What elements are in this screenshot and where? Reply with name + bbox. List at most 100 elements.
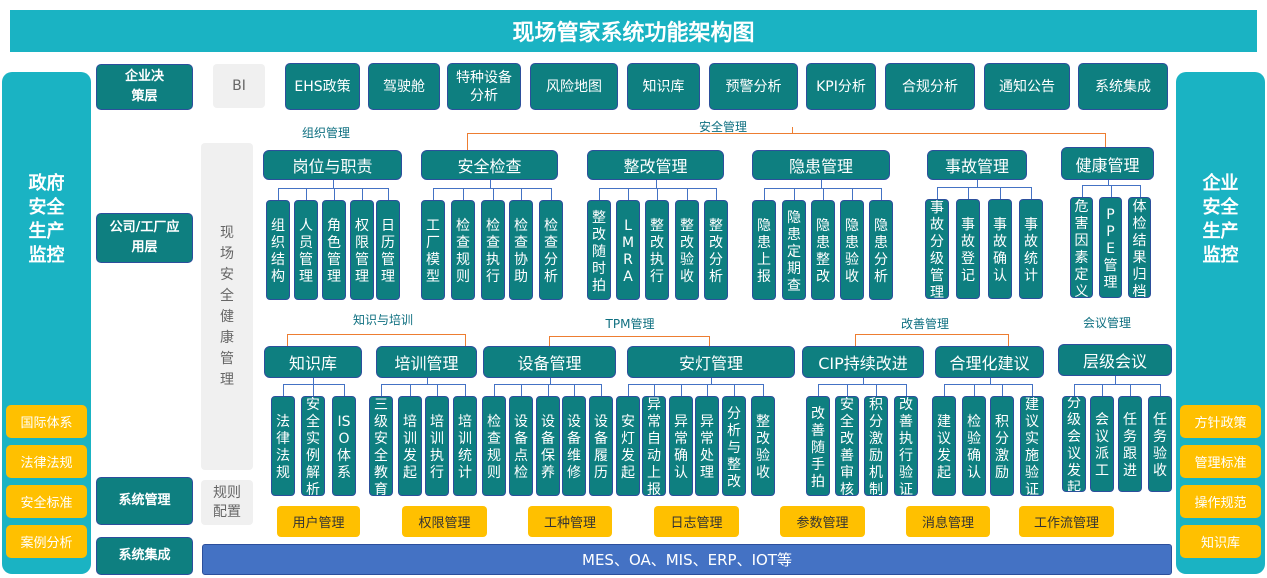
left-item-1[interactable]: 法律法规 xyxy=(6,445,87,478)
group-item[interactable]: 积分激励 xyxy=(990,396,1014,496)
group-item[interactable]: 事故统计 xyxy=(1019,199,1043,299)
group-item[interactable]: 设备履历 xyxy=(589,396,613,496)
group-item[interactable]: 法律法规 xyxy=(271,396,295,496)
group-item[interactable]: ISO体系 xyxy=(332,396,356,496)
system-button-6[interactable]: 工作流管理 xyxy=(1019,506,1114,537)
group-item[interactable]: 危害因素定义 xyxy=(1070,197,1093,298)
group-header-7[interactable]: 培训管理 xyxy=(376,346,477,378)
top-button-8[interactable]: 通知公告 xyxy=(984,63,1070,110)
system-button-5[interactable]: 消息管理 xyxy=(906,506,990,537)
bi-box[interactable]: BI xyxy=(213,64,265,108)
group-item[interactable]: 隐患验收 xyxy=(840,200,864,300)
group-header-9[interactable]: 安灯管理 xyxy=(627,346,795,378)
system-button-0[interactable]: 用户管理 xyxy=(277,506,360,537)
group-item[interactable]: 异常处理 xyxy=(695,396,719,496)
group-item[interactable]: 组织结构 xyxy=(266,200,290,300)
group-item[interactable]: 隐患上报 xyxy=(752,200,776,300)
group-item[interactable]: 培训执行 xyxy=(425,396,449,496)
group-item[interactable]: 安全实例解析 xyxy=(301,396,325,496)
group-item[interactable]: LMRA xyxy=(616,200,640,300)
group-item[interactable]: PPE管理 xyxy=(1099,197,1122,298)
right-item-0[interactable]: 方针政策 xyxy=(1180,405,1261,438)
group-item[interactable]: 体检结果归档 xyxy=(1128,197,1151,298)
left-item-2[interactable]: 安全标准 xyxy=(6,485,87,518)
group-header-0[interactable]: 岗位与职责 xyxy=(263,150,402,180)
top-button-7[interactable]: 合规分析 xyxy=(885,63,975,110)
integration-bar[interactable]: MES、OA、MIS、ERP、IOT等 xyxy=(202,544,1172,575)
group-item[interactable]: 整改分析 xyxy=(704,200,728,300)
group-item[interactable]: 检验确认 xyxy=(962,396,986,496)
group-item[interactable]: 任务跟进 xyxy=(1118,396,1142,492)
group-header-8[interactable]: 设备管理 xyxy=(483,346,616,378)
group-item[interactable]: 检查规则 xyxy=(451,200,475,300)
group-item[interactable]: 日历管理 xyxy=(376,200,400,300)
top-button-6[interactable]: KPI分析 xyxy=(806,63,876,110)
group-header-2[interactable]: 整改管理 xyxy=(587,150,724,180)
group-item[interactable]: 权限管理 xyxy=(350,200,374,300)
group-header-1[interactable]: 安全检查 xyxy=(421,150,558,180)
group-item[interactable]: 安灯发起 xyxy=(616,396,640,496)
top-button-5[interactable]: 预警分析 xyxy=(709,63,798,110)
group-item[interactable]: 三级安全教育 xyxy=(369,396,393,496)
top-button-1[interactable]: 驾驶舱 xyxy=(368,63,440,110)
group-item[interactable]: 人员管理 xyxy=(294,200,318,300)
system-button-1[interactable]: 权限管理 xyxy=(402,506,487,537)
group-item[interactable]: 任务验收 xyxy=(1148,396,1172,492)
group-header-3[interactable]: 隐患管理 xyxy=(752,150,890,180)
group-item[interactable]: 事故确认 xyxy=(988,199,1012,299)
top-button-2[interactable]: 特种设备分析 xyxy=(447,63,521,110)
top-button-3[interactable]: 风险地图 xyxy=(530,63,618,110)
top-button-0[interactable]: EHS政策 xyxy=(285,63,360,110)
group-item[interactable]: 分级会议发起 xyxy=(1062,396,1086,492)
group-item[interactable]: 事故登记 xyxy=(956,199,980,299)
system-button-4[interactable]: 参数管理 xyxy=(780,506,865,537)
connector xyxy=(313,378,314,384)
group-item[interactable]: 异常自动上报 xyxy=(642,396,666,496)
group-header-10[interactable]: CIP持续改进 xyxy=(802,346,924,378)
group-item[interactable]: 会议派工 xyxy=(1090,396,1114,492)
group-item[interactable]: 隐患定期查 xyxy=(782,200,806,300)
top-button-4[interactable]: 知识库 xyxy=(627,63,700,110)
group-header-6[interactable]: 知识库 xyxy=(264,346,362,378)
group-item[interactable]: 建议实施验证 xyxy=(1020,396,1044,496)
group-item[interactable]: 设备保养 xyxy=(536,396,560,496)
connector xyxy=(433,188,434,200)
group-item[interactable]: 检查协助 xyxy=(509,200,533,300)
group-item[interactable]: 隐患分析 xyxy=(869,200,893,300)
left-item-3[interactable]: 案例分析 xyxy=(6,525,87,558)
group-header-4[interactable]: 事故管理 xyxy=(927,150,1027,180)
group-item[interactable]: 整改随时拍 xyxy=(587,200,611,300)
group-item[interactable]: 改善执行验证 xyxy=(894,396,918,496)
group-item[interactable]: 设备点检 xyxy=(509,396,533,496)
right-item-1[interactable]: 管理标准 xyxy=(1180,445,1261,478)
group-item[interactable]: 检查执行 xyxy=(481,200,505,300)
group-item[interactable]: 事故分级管理 xyxy=(925,199,949,299)
left-item-0[interactable]: 国际体系 xyxy=(6,405,87,438)
group-item[interactable]: 安全改善审核 xyxy=(835,396,859,496)
group-item[interactable]: 培训统计 xyxy=(453,396,477,496)
group-item[interactable]: 检查分析 xyxy=(539,200,563,300)
system-button-3[interactable]: 日志管理 xyxy=(654,506,739,537)
group-item[interactable]: 积分激励机制 xyxy=(864,396,888,496)
group-item[interactable]: 整改验收 xyxy=(675,200,699,300)
group-item[interactable]: 改善随手拍 xyxy=(806,396,830,496)
group-item[interactable]: 隐患整改 xyxy=(811,200,835,300)
group-header-11[interactable]: 合理化建议 xyxy=(935,346,1044,378)
right-item-3[interactable]: 知识库 xyxy=(1180,525,1261,558)
system-button-2[interactable]: 工种管理 xyxy=(528,506,612,537)
group-item[interactable]: 异常确认 xyxy=(669,396,693,496)
group-item[interactable]: 工厂模型 xyxy=(421,200,445,300)
group-item-label: 会议派工 xyxy=(1095,412,1109,479)
group-item[interactable]: 整改执行 xyxy=(645,200,669,300)
group-item[interactable]: 整改验收 xyxy=(751,396,775,496)
group-item[interactable]: 设备维修 xyxy=(562,396,586,496)
top-button-9[interactable]: 系统集成 xyxy=(1078,63,1168,110)
group-header-12[interactable]: 层级会议 xyxy=(1058,344,1172,376)
group-item[interactable]: 角色管理 xyxy=(322,200,346,300)
group-item[interactable]: 建议发起 xyxy=(932,396,956,496)
group-item[interactable]: 分析与整改 xyxy=(722,396,746,496)
group-item[interactable]: 培训发起 xyxy=(398,396,422,496)
group-item[interactable]: 检查规则 xyxy=(482,396,506,496)
group-header-5[interactable]: 健康管理 xyxy=(1061,147,1154,180)
right-item-2[interactable]: 操作规范 xyxy=(1180,485,1261,518)
